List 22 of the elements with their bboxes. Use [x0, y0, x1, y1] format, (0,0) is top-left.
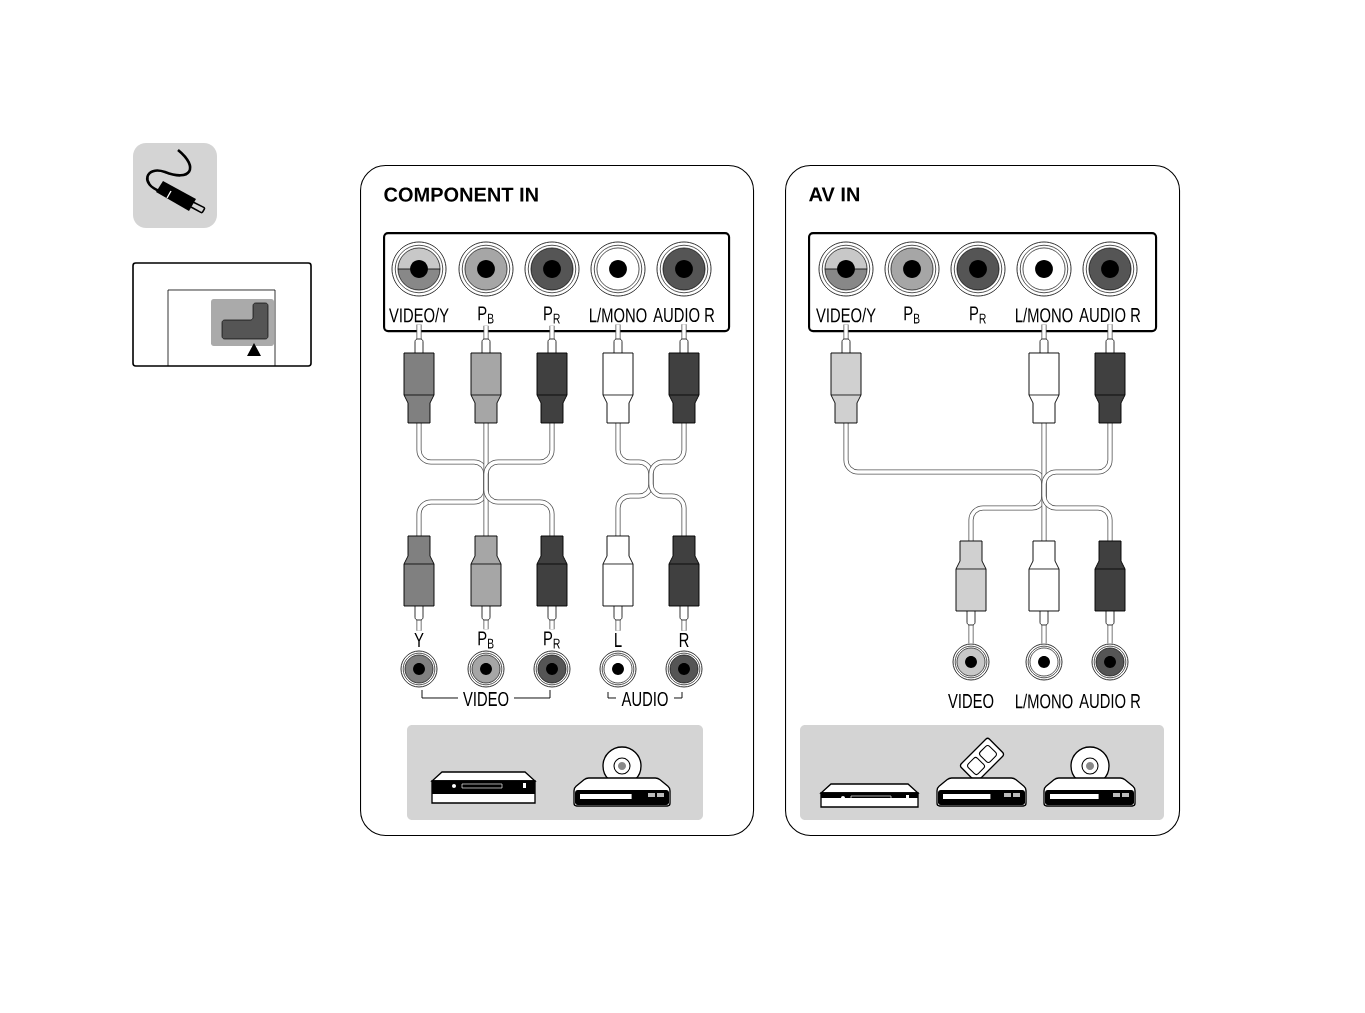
- jack-label: AUDIO R: [1079, 693, 1141, 709]
- jack-label: AUDIO R: [1079, 307, 1141, 323]
- jack-label: P$_{B}$: [478, 306, 494, 324]
- jack-label: VIDEO/Y: [816, 307, 876, 323]
- jack-label: VIDEO/Y: [389, 307, 449, 323]
- jack-panel: [383, 232, 731, 333]
- jack-label: L: [615, 633, 622, 647]
- jack-label: L/MONO: [1016, 307, 1073, 323]
- jack-label: Y: [414, 633, 424, 647]
- jack-label: L/MONO: [1016, 693, 1073, 709]
- jack-label: P$_{B}$: [478, 631, 494, 649]
- jack-label: L/MONO: [590, 307, 647, 323]
- jack-label: P$_{R}$: [970, 306, 986, 324]
- jack-label: P$_{B}$: [904, 306, 920, 324]
- jack-label: P$_{R}$: [544, 631, 560, 649]
- jack-label: R: [679, 633, 689, 647]
- jack-panel: [808, 232, 1158, 333]
- group-label: VIDEO: [463, 691, 509, 707]
- jack-label: VIDEO: [948, 693, 994, 709]
- group-label: AUDIO: [621, 691, 668, 707]
- jack-label: P$_{R}$: [544, 306, 560, 324]
- jack-label: AUDIO R: [653, 307, 715, 323]
